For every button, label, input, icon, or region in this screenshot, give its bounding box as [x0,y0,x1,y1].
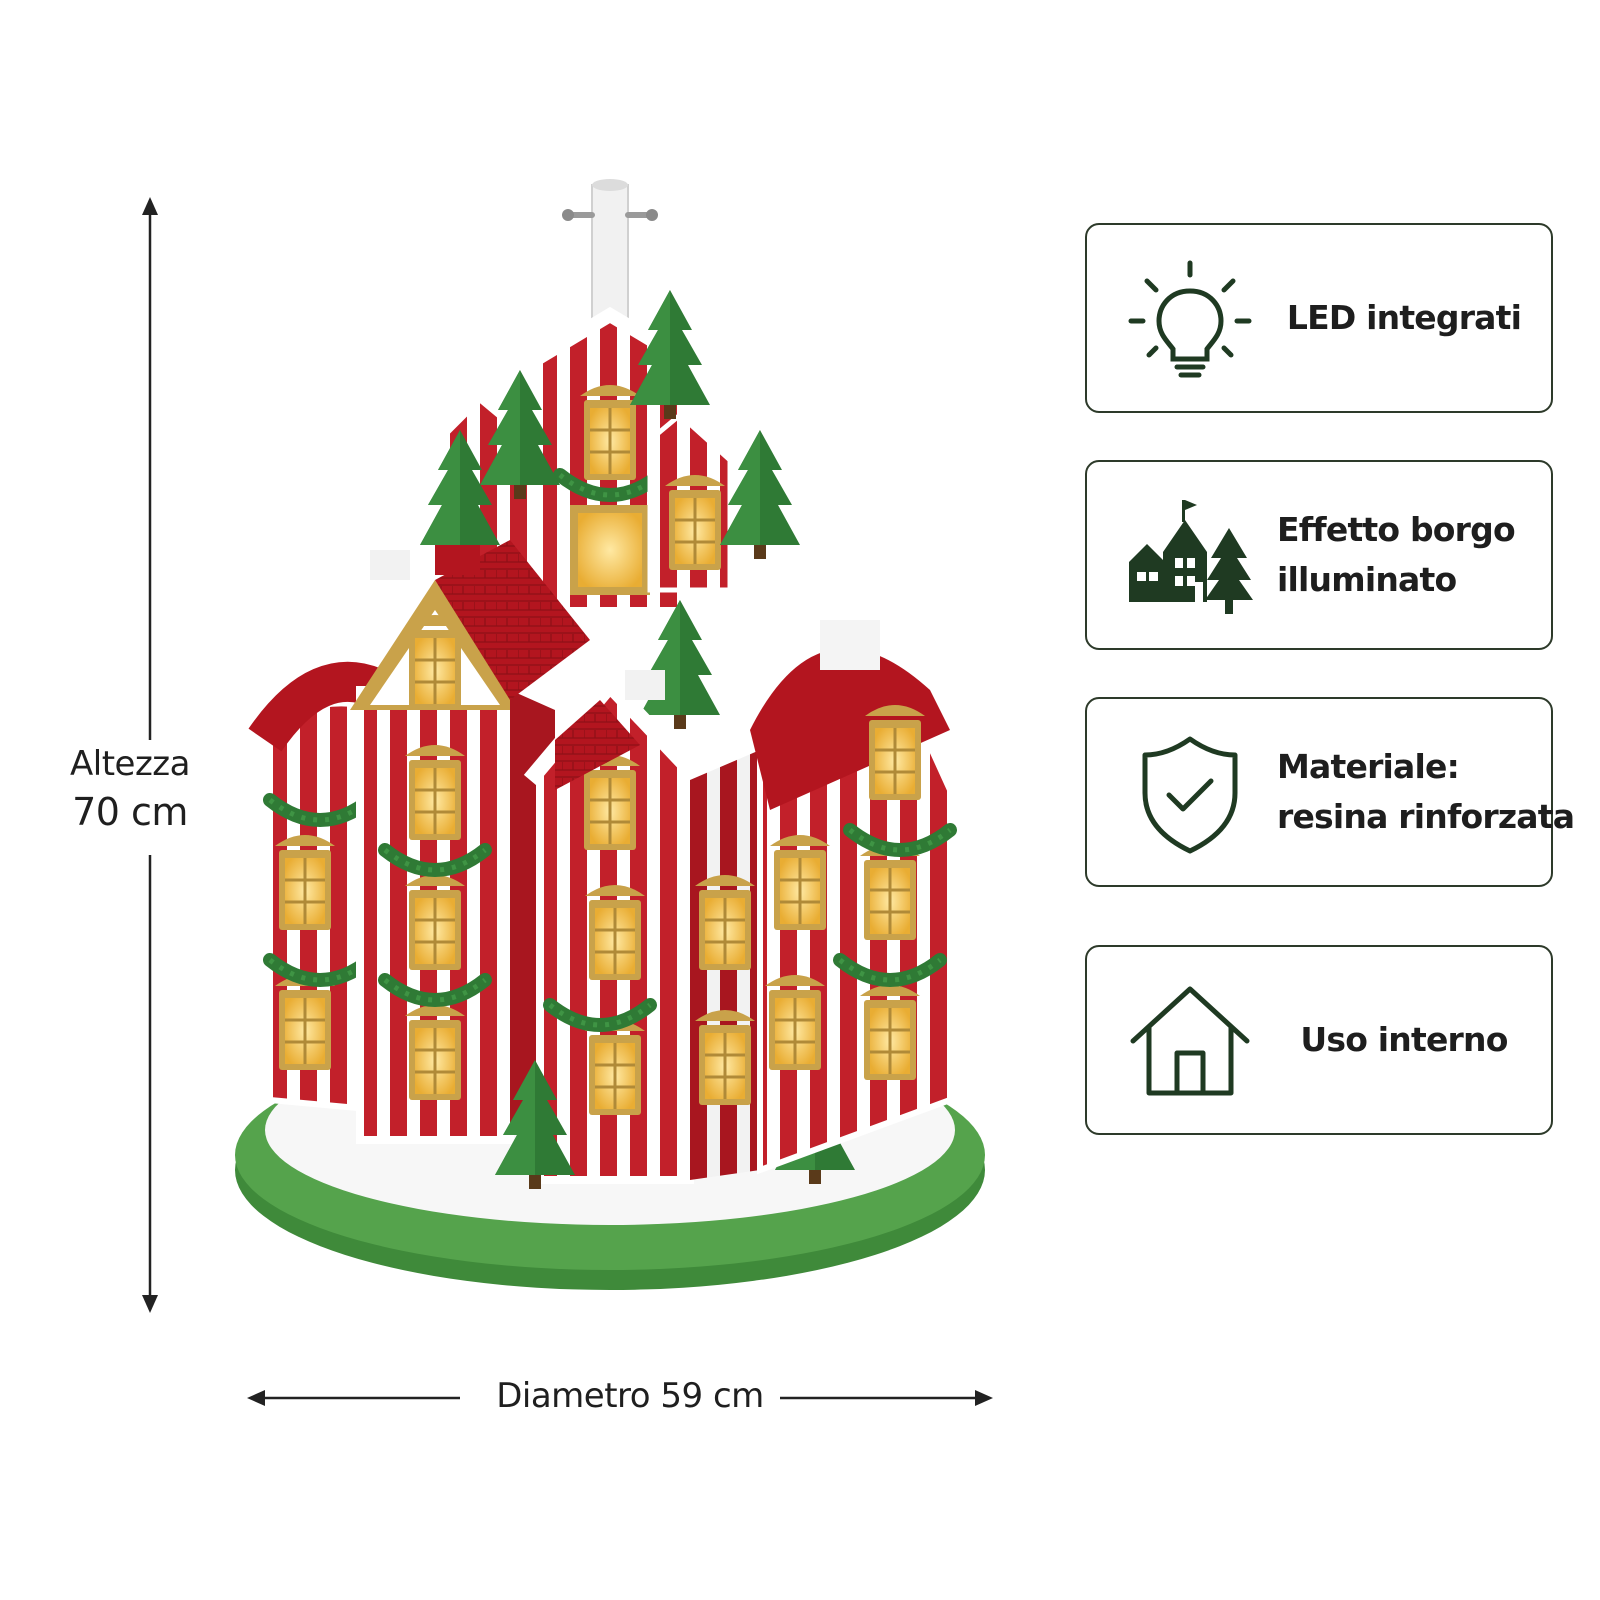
diameter-label: Diametro 59 cm [496,1376,764,1416]
house-icon [1130,986,1250,1096]
center-house [495,670,855,1189]
feature-line: Effetto borgo [1277,510,1516,549]
feature-text-indoor: Uso interno [1277,947,1531,1133]
feature-text-material: Materiale: resina rinforzata [1277,699,1575,885]
feature-text-village: Effetto borgo illuminato [1277,462,1531,648]
feature-card-led: LED integrati [1085,223,1553,413]
christmas-village-figurine [235,179,985,1290]
diameter-arrow [247,1390,993,1406]
feature-line: illuminato [1277,560,1457,599]
shield-check-icon [1142,736,1238,854]
feature-line: Uso interno [1300,1020,1508,1059]
feature-card-indoor: Uso interno [1085,945,1553,1135]
village-icon [1129,500,1253,614]
feature-line: LED integrati [1286,298,1522,337]
feature-card-material: Materiale: resina rinforzata [1085,697,1575,887]
lightbulb-icon [1128,260,1252,378]
height-label: Altezza 70 cm [40,740,220,836]
feature-line: resina rinforzata [1277,797,1575,836]
height-label-title: Altezza [70,744,190,784]
feature-text-led: LED integrati [1277,225,1531,411]
height-label-value: 70 cm [72,790,188,834]
feature-line: Materiale: [1277,747,1460,786]
left-front-house [350,540,590,1144]
right-wing [750,620,950,1175]
feature-card-village: Effetto borgo illuminato [1085,460,1553,650]
height-arrow [142,197,158,1313]
